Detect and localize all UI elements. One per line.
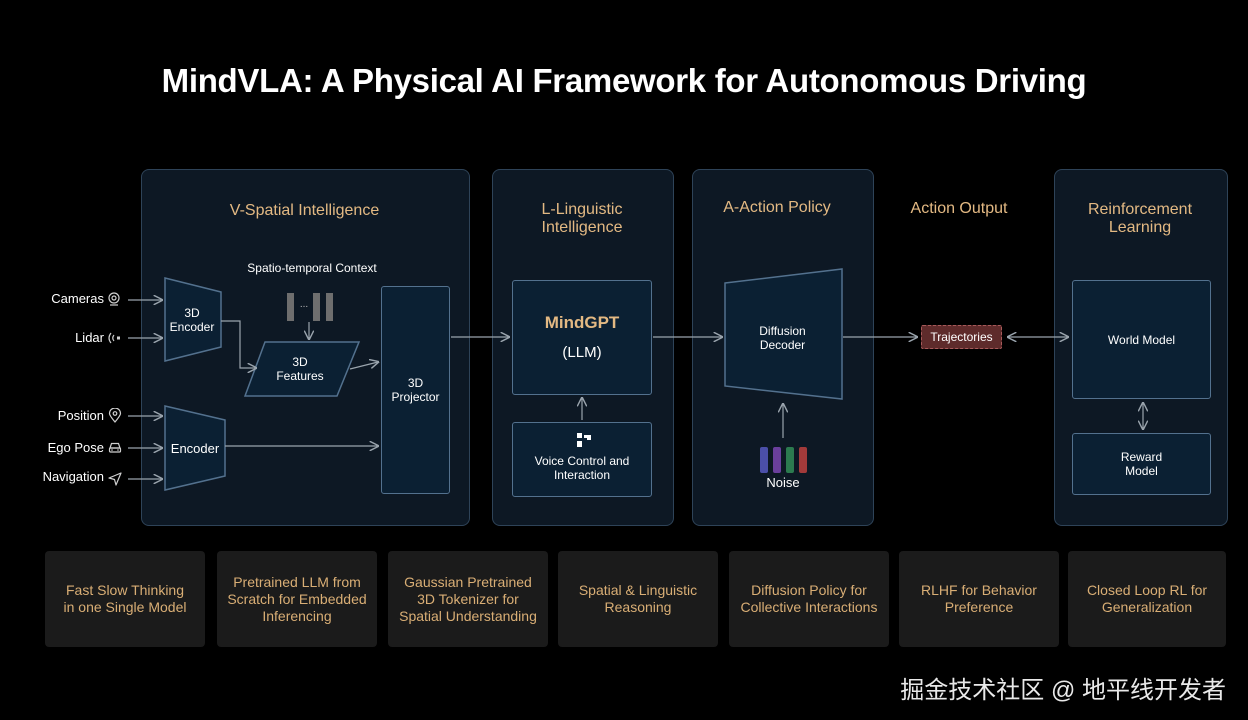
context-frame-3: [326, 293, 333, 321]
feature-card-1: Fast Slow Thinking in one Single Model: [45, 551, 205, 647]
features-3d-shape: [243, 341, 361, 397]
features-3d-label: 3D Features: [276, 355, 324, 383]
input-lidar-label: Lidar: [75, 330, 104, 345]
mindgpt-name: MindGPT: [544, 312, 620, 332]
input-ego-pose-label: Ego Pose: [47, 440, 104, 455]
mindgpt-subtitle: (LLM): [562, 343, 602, 361]
navigation-arrow-icon: [108, 472, 122, 486]
mindgpt-box: MindGPT (LLM): [512, 280, 652, 395]
voice-control-label: Voice Control and Interaction: [534, 454, 630, 482]
feature-card-6: RLHF for Behavior Preference: [899, 551, 1059, 647]
context-frame-2: [313, 293, 320, 321]
reward-model-box: Reward Model: [1072, 433, 1211, 495]
noise-label: Noise: [766, 475, 800, 490]
context-dots: ...: [299, 299, 309, 310]
feature-card-2: Pretrained LLM from Scratch for Embedded…: [217, 551, 377, 647]
camera-icon: [108, 292, 120, 306]
context-frame-1: [287, 293, 294, 321]
feature-card-3: Gaussian Pretrained 3D Tokenizer for Spa…: [388, 551, 548, 647]
feature-card-7: Closed Loop RL for Generalization: [1068, 551, 1226, 647]
l-linguistic-title: L-Linguistic Intelligence: [541, 201, 623, 236]
page-title: MindVLA: A Physical AI Framework for Aut…: [161, 62, 1087, 99]
car-icon: [108, 442, 122, 453]
noise-bar-4: [799, 447, 807, 473]
feature-card-5: Diffusion Policy for Collective Interact…: [729, 551, 889, 647]
encoder-label: Encoder: [170, 441, 220, 456]
action-output-title: Action Output: [910, 200, 1008, 217]
world-model-box: World Model: [1072, 280, 1211, 399]
trajectories-node: Trajectories: [921, 325, 1002, 349]
input-cameras-label: Cameras: [51, 291, 104, 306]
watermark: 掘金技术社区 @ 地平线开发者: [900, 677, 1226, 704]
diffusion-decoder-label: Diffusion Decoder: [759, 324, 806, 352]
encoder-3d-shape: [164, 277, 222, 362]
diffusion-decoder-shape: [724, 268, 843, 400]
input-navigation-label: Navigation: [42, 469, 104, 484]
lidar-icon: [108, 332, 120, 344]
v-spatial-title: V-Spatial Intelligence: [229, 202, 380, 219]
arrow-encoder3d-to-features: [221, 320, 256, 368]
encoder-shape: [164, 405, 226, 491]
voice-interaction-icon: [577, 433, 591, 447]
projector-3d-box: 3D Projector: [381, 286, 450, 494]
noise-bar-2: [773, 447, 781, 473]
spatio-temporal-context-label: Spatio-temporal Context: [247, 261, 377, 275]
encoder-3d-label: 3D Encoder: [169, 306, 215, 334]
noise-bar-3: [786, 447, 794, 473]
input-position-label: Position: [57, 408, 104, 423]
feature-card-4: Spatial & Linguistic Reasoning: [558, 551, 718, 647]
rl-title: Reinforcement Learning: [1087, 201, 1193, 236]
a-action-title: A-Action Policy: [723, 199, 831, 216]
location-pin-icon: [108, 408, 122, 423]
arrow-features-to-projector: [349, 362, 378, 370]
noise-bar-1: [760, 447, 768, 473]
